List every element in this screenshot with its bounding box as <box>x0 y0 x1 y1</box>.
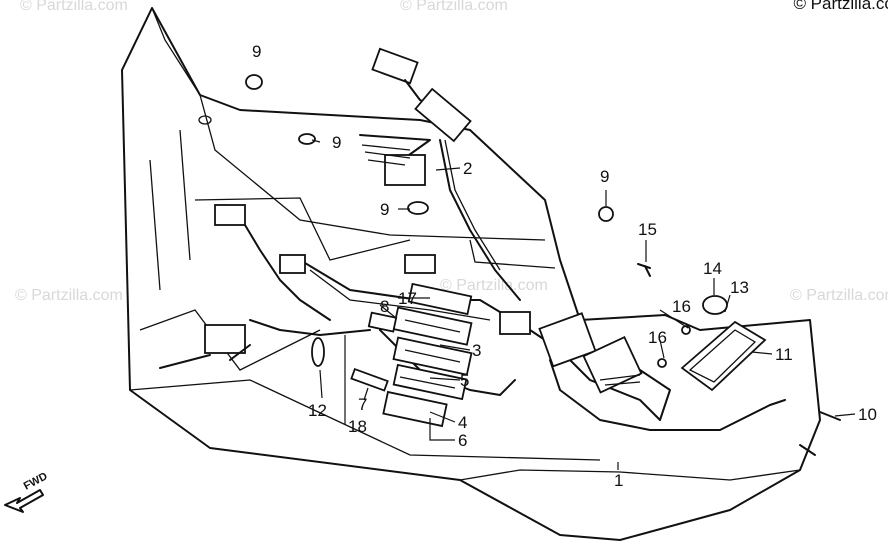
leader-lines <box>311 139 856 470</box>
callout-13: 13 <box>730 278 749 297</box>
callout-16: 16 <box>672 297 691 316</box>
callout-11: 11 <box>775 345 793 364</box>
callout-15: 15 <box>638 220 657 239</box>
callout-2: 2 <box>463 159 472 178</box>
callout-10: 10 <box>858 405 877 424</box>
small-parts <box>245 74 841 456</box>
callout-7: 7 <box>358 395 367 414</box>
fwd-label: FWD <box>22 470 50 492</box>
watermark: © Partzilla.com <box>20 0 128 14</box>
callout-8: 8 <box>380 297 389 316</box>
callout-1: 1 <box>614 471 623 490</box>
callout-3: 3 <box>472 341 481 360</box>
callout-14: 14 <box>703 259 722 278</box>
callout-5: 5 <box>460 371 469 390</box>
watermark: © Partzilla.com <box>400 0 508 14</box>
fuse-blocks <box>367 282 473 428</box>
watermark: © Partzilla.com <box>790 287 888 304</box>
wire-harness <box>159 47 771 431</box>
callout-9: 9 <box>332 133 341 152</box>
watermark: © Partzilla.com <box>15 287 123 304</box>
watermark: © Partzilla.com <box>440 277 548 294</box>
callout-9: 9 <box>380 200 389 219</box>
callout-12: 12 <box>308 401 327 420</box>
callout-17: 17 <box>398 289 417 308</box>
callout-4: 4 <box>458 413 467 432</box>
callout-9: 9 <box>252 42 261 61</box>
callout-9: 9 <box>600 167 609 186</box>
copyright-notice: © Partzilla.com <box>793 0 888 13</box>
callout-18: 18 <box>348 417 367 436</box>
callout-labels: 9 9 9 9 2 15 14 13 16 16 11 10 8 17 3 5 … <box>252 42 877 490</box>
callout-6: 6 <box>458 431 467 450</box>
forward-direction-indicator: FWD <box>4 470 50 513</box>
callout-16: 16 <box>648 328 667 347</box>
